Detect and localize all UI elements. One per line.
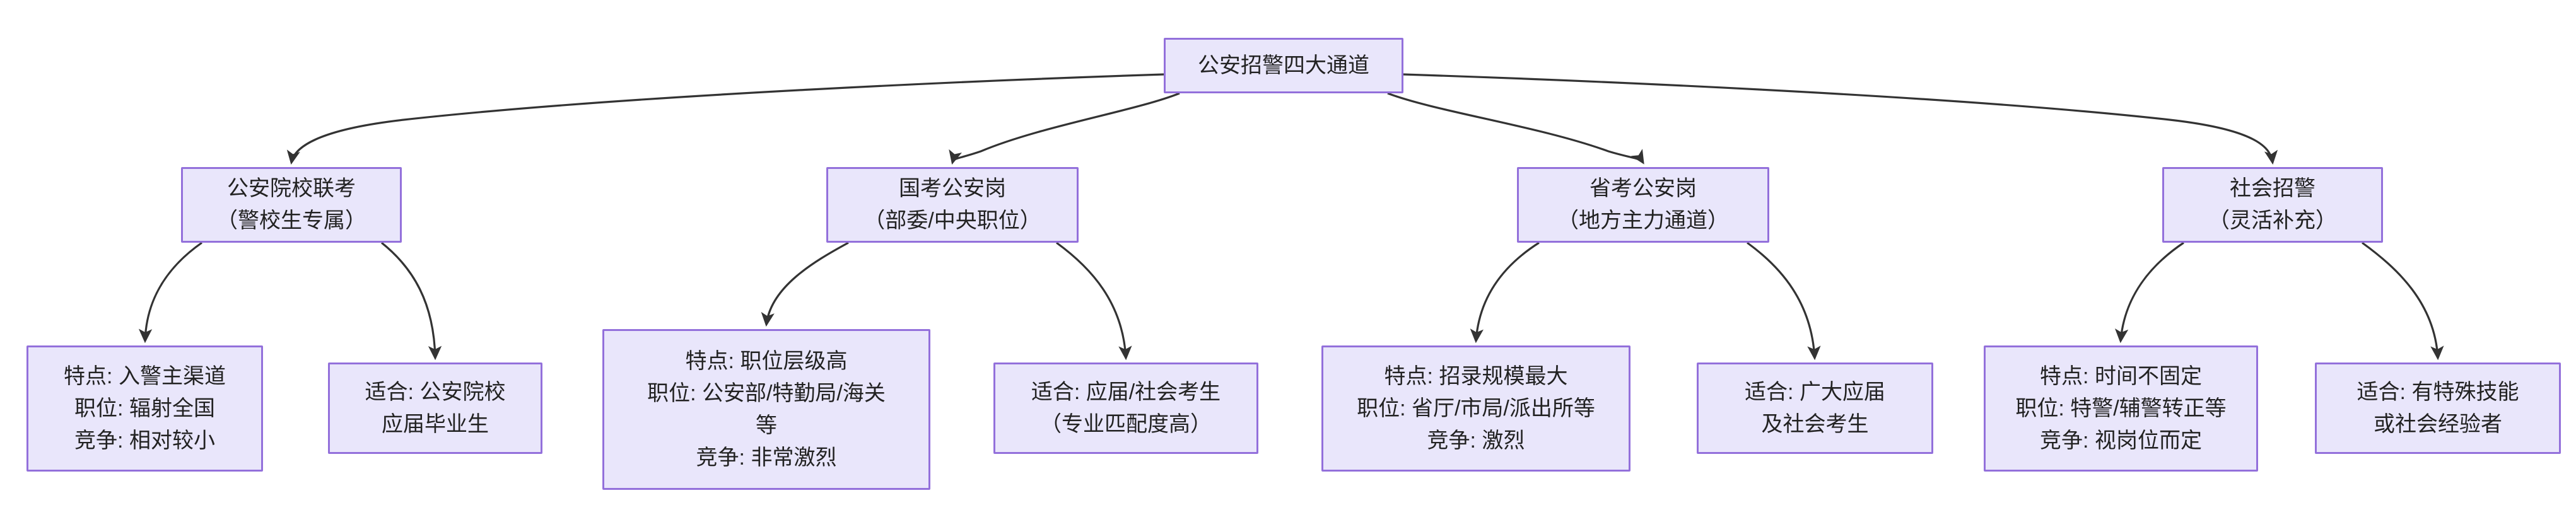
flow-node-line: 适合: 有特殊技能 bbox=[2356, 380, 2519, 404]
flow-node-line: 适合: 应届/社会考生 bbox=[1031, 380, 1221, 404]
flow-node-line: 社会招警 bbox=[2230, 177, 2315, 200]
flow-node-line: 公安院校联考 bbox=[227, 177, 356, 200]
flow-node-line: （地方主力通道） bbox=[1557, 209, 1729, 233]
flow-node-branch-2-detail-1[interactable]: 特点: 职位层级高职位: 公安部/特勤局/海关等竞争: 非常激烈 bbox=[602, 329, 930, 490]
flow-node-branch-2[interactable]: 国考公安岗 （部委/中央职位） bbox=[826, 167, 1079, 243]
flow-node-line: （警校生专属） bbox=[216, 209, 366, 233]
flow-edge bbox=[381, 241, 442, 361]
flow-node-line: 竞争: 激烈 bbox=[1427, 428, 1525, 453]
flow-node-line: 竞争: 非常激烈 bbox=[696, 445, 837, 470]
flow-node-line: 适合: 公安院校 bbox=[365, 380, 506, 404]
flow-node-line: 职位: 特警/辅警转正等 bbox=[2015, 396, 2227, 420]
flow-edge bbox=[1403, 73, 2278, 165]
flow-node-branch-1[interactable]: 公安院校联考 （警校生专属） bbox=[181, 167, 402, 243]
flow-node-line: 或社会经验者 bbox=[2374, 412, 2502, 436]
flow-edge bbox=[138, 241, 202, 344]
flow-node-root[interactable]: 公安招警四大通道 bbox=[1164, 38, 1403, 93]
flow-node-branch-3-detail-1[interactable]: 特点: 招录规模最大职位: 省厅/市局/派出所等竞争: 激烈 bbox=[1321, 345, 1630, 472]
flow-node-line: （部委/中央职位） bbox=[864, 209, 1041, 233]
flow-node-branch-2-detail-2[interactable]: 适合: 应届/社会考生 （专业匹配度高） bbox=[993, 362, 1258, 454]
flow-node-line: 特点: 招录规模最大 bbox=[1384, 364, 1568, 388]
flow-node-line: 竞争: 视岗位而定 bbox=[2040, 428, 2202, 453]
flow-node-line: 国考公安岗 bbox=[899, 177, 1006, 200]
flow-edge bbox=[2114, 241, 2184, 344]
flow-node-branch-3[interactable]: 省考公安岗 （地方主力通道） bbox=[1517, 167, 1769, 243]
flow-edge bbox=[1387, 92, 1644, 165]
flow-node-line: 竞争: 相对较小 bbox=[74, 428, 215, 453]
flow-node-line: 等 bbox=[756, 413, 777, 438]
flow-node-branch-3-detail-2[interactable]: 适合: 广大应届及社会考生 bbox=[1697, 362, 1933, 454]
flow-node-branch-1-detail-2[interactable]: 适合: 公安院校应届毕业生 bbox=[328, 362, 542, 454]
flow-edge bbox=[949, 92, 1180, 165]
flow-node-line: （灵活补充） bbox=[2208, 209, 2337, 233]
flow-node-line: 公安招警四大通道 bbox=[1198, 53, 1369, 78]
flow-node-branch-4-detail-1[interactable]: 特点: 时间不固定职位: 特警/辅警转正等竞争: 视岗位而定 bbox=[1984, 345, 2258, 472]
flow-node-line: 省考公安岗 bbox=[1590, 177, 1697, 200]
flow-node-branch-1-detail-1[interactable]: 特点: 入警主渠道职位: 辐射全国竞争: 相对较小 bbox=[26, 345, 263, 472]
flow-edge bbox=[286, 73, 1164, 165]
flow-node-line: 适合: 广大应届 bbox=[1745, 380, 1885, 404]
edge-group bbox=[138, 73, 2444, 361]
flow-node-line: 特点: 入警主渠道 bbox=[64, 364, 226, 388]
flow-edge bbox=[761, 241, 849, 327]
flow-node-line: 职位: 省厅/市局/派出所等 bbox=[1357, 396, 1595, 420]
flow-node-line: 及社会考生 bbox=[1761, 412, 1869, 436]
flow-edge bbox=[1056, 241, 1132, 361]
flow-node-line: 职位: 公安部/特勤局/海关 bbox=[647, 381, 886, 405]
flow-edge bbox=[2362, 241, 2444, 361]
flow-node-branch-4[interactable]: 社会招警 （灵活补充） bbox=[2162, 167, 2383, 243]
flow-node-line: （专业匹配度高） bbox=[1040, 412, 1212, 436]
flow-edge bbox=[1470, 241, 1540, 344]
flow-node-line: 特点: 职位层级高 bbox=[685, 349, 848, 373]
flow-node-line: 职位: 辐射全国 bbox=[74, 396, 215, 420]
flow-node-line: 应届毕业生 bbox=[382, 412, 489, 436]
flow-edge bbox=[1747, 241, 1821, 361]
flow-node-branch-4-detail-2[interactable]: 适合: 有特殊技能或社会经验者 bbox=[2315, 362, 2561, 454]
flow-node-line: 特点: 时间不固定 bbox=[2040, 364, 2202, 388]
